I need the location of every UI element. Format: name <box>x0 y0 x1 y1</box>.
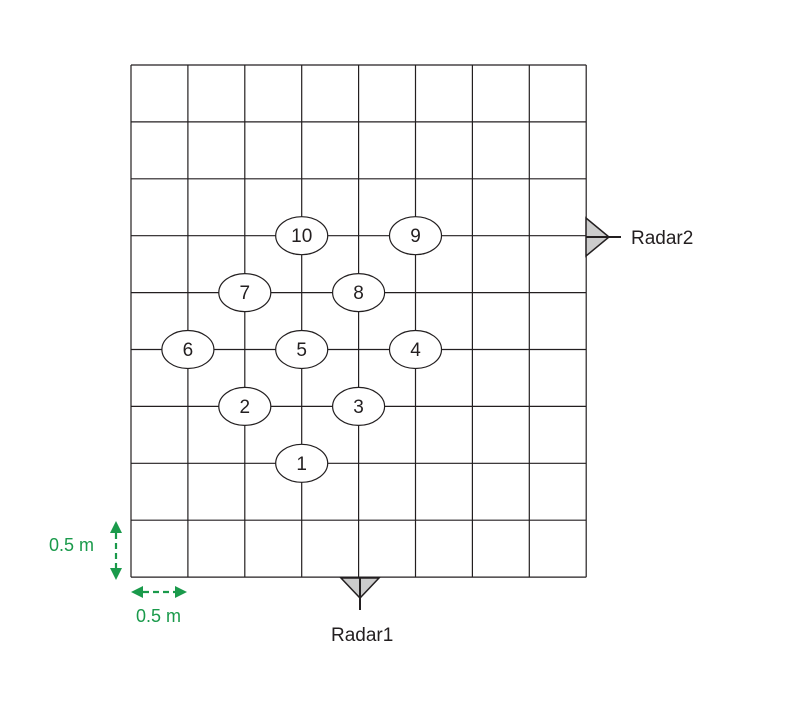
marker-label: 5 <box>296 340 307 361</box>
marker-label: 2 <box>240 397 251 418</box>
position-marker-5: 5 <box>275 329 329 370</box>
markers-layer: 1 2 3 4 5 6 7 8 9 10 <box>161 216 443 483</box>
radar2-antenna-icon <box>585 216 621 258</box>
marker-ellipse <box>388 216 443 256</box>
marker-ellipse <box>332 273 386 313</box>
position-marker-8: 8 <box>332 273 386 313</box>
marker-ellipse <box>332 386 386 426</box>
marker-ellipse <box>275 216 329 256</box>
vertical-scale-arrow-icon <box>110 521 122 580</box>
position-marker-1: 1 <box>275 443 329 483</box>
position-marker-6: 6 <box>161 329 215 370</box>
grid <box>130 64 587 578</box>
marker-ellipse <box>161 329 215 370</box>
marker-ellipse <box>218 273 272 313</box>
position-marker-7: 7 <box>218 273 272 313</box>
marker-label: 8 <box>353 283 364 304</box>
position-marker-10: 10 <box>275 216 329 256</box>
radar1-antenna-icon <box>339 577 381 610</box>
radar1-label: Radar1 <box>331 625 393 646</box>
marker-ellipse <box>275 443 329 483</box>
marker-label: 4 <box>410 340 421 361</box>
horizontal-scale-label: 0.5 m <box>136 606 181 626</box>
position-marker-2: 2 <box>218 386 272 426</box>
marker-label: 9 <box>410 226 421 247</box>
marker-label: 10 <box>291 226 312 247</box>
marker-ellipse <box>275 329 329 370</box>
horizontal-scale-arrow-icon <box>131 586 187 598</box>
marker-label: 1 <box>296 454 307 475</box>
marker-label: 7 <box>240 283 251 304</box>
marker-label: 3 <box>353 397 364 418</box>
marker-ellipse <box>218 386 272 426</box>
vertical-scale-label: 0.5 m <box>49 535 94 555</box>
marker-ellipse <box>388 329 443 370</box>
marker-label: 6 <box>183 340 194 361</box>
radar2-label: Radar2 <box>631 228 693 249</box>
position-marker-3: 3 <box>332 386 386 426</box>
position-marker-9: 9 <box>388 216 443 256</box>
position-marker-4: 4 <box>388 329 443 370</box>
